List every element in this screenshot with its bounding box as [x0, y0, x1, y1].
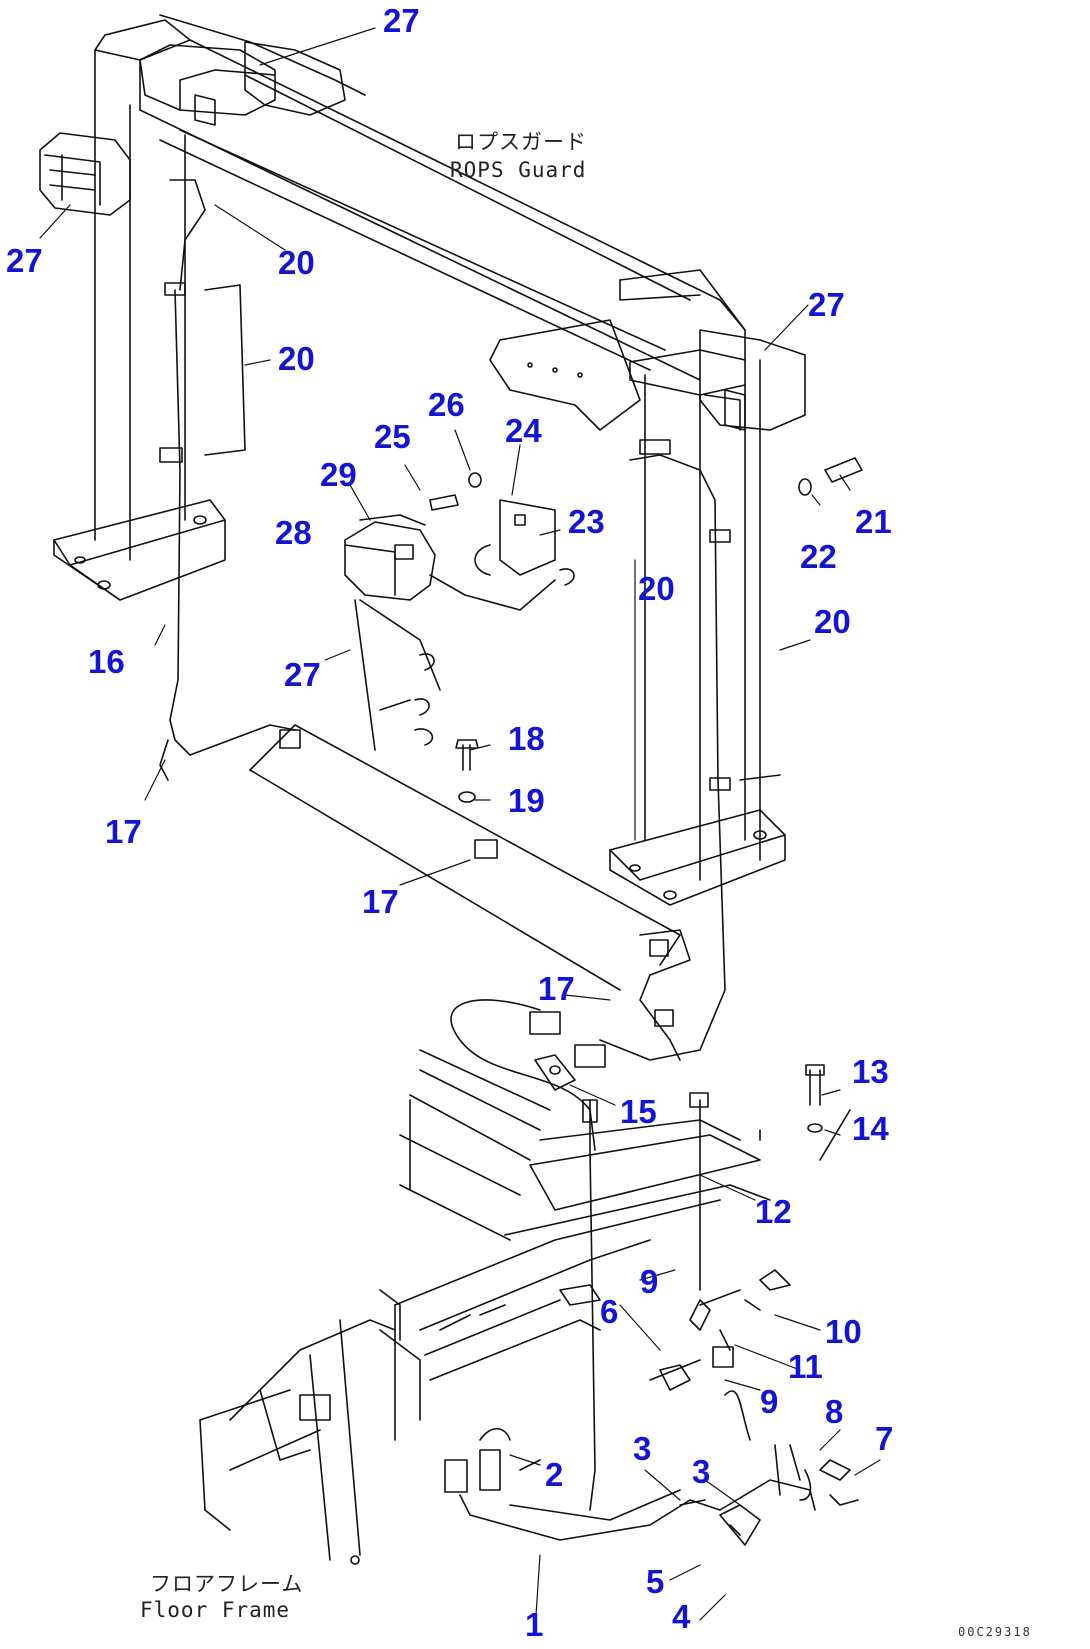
rops-right-post: [609, 359, 786, 906]
work-lamp-left: [39, 132, 131, 216]
harness-right: [599, 439, 781, 1061]
harness-left: [159, 179, 296, 756]
callout-20-a: 20: [278, 244, 315, 281]
callout-14: 14: [852, 1110, 889, 1147]
callout-26: 26: [428, 386, 465, 423]
callout-29: 29: [320, 456, 357, 493]
callout-3-b: 3: [692, 1453, 711, 1490]
caption-floor-en: Floor Frame: [140, 1598, 291, 1622]
callout-10: 10: [825, 1313, 862, 1350]
callout-9-a: 9: [640, 1263, 659, 1300]
callout-24: 24: [505, 412, 542, 449]
callout-9-b: 9: [760, 1383, 779, 1420]
callout-25: 25: [374, 418, 411, 455]
floor-frame: [199, 1049, 859, 1565]
callout-7: 7: [875, 1420, 894, 1457]
callout-12: 12: [755, 1193, 792, 1230]
work-lamp-top-center: [244, 41, 346, 116]
harness-loop: [450, 999, 606, 1151]
callout-21: 21: [855, 503, 892, 540]
callout-23: 23: [568, 503, 605, 540]
callout-8: 8: [825, 1393, 844, 1430]
callout-22: 22: [800, 538, 837, 575]
callout-2: 2: [545, 1456, 564, 1493]
callout-3-a: 3: [633, 1430, 652, 1467]
drawing-code: 00C29318: [958, 1625, 1032, 1639]
callout-27-rear: 27: [284, 656, 321, 693]
callout-20-c: 20: [638, 570, 675, 607]
callout-11: 11: [788, 1348, 823, 1385]
callout-27-left: 27: [6, 242, 43, 279]
callout-5: 5: [646, 1563, 665, 1600]
callout-27-top: 27: [383, 2, 420, 39]
callout-20-d: 20: [814, 603, 851, 640]
caption-rops-en: ROPS Guard: [450, 158, 587, 182]
callout-17-a: 17: [105, 813, 142, 850]
callout-28: 28: [275, 514, 312, 551]
fasteners: [429, 457, 863, 1161]
callout-19: 19: [508, 782, 545, 819]
caption-floor-jp: フロアフレーム: [150, 1572, 304, 1596]
beam-bracket: [489, 319, 641, 431]
callout-6: 6: [600, 1293, 619, 1330]
work-lamp-right: [699, 329, 806, 431]
callout-15: 15: [620, 1093, 657, 1130]
work-lamp-top-left: [139, 44, 276, 126]
floor-panel: [159, 724, 691, 1061]
callout-27-right: 27: [808, 286, 845, 323]
callout-20-b: 20: [278, 340, 315, 377]
rear-lamp-assembly: [344, 499, 575, 751]
caption-rops-jp: ロプスガード: [455, 130, 587, 154]
callout-4: 4: [672, 1598, 691, 1635]
callout-18: 18: [508, 720, 545, 757]
callout-1: 1: [525, 1606, 544, 1643]
callout-16: 16: [88, 643, 125, 680]
callout-13: 13: [852, 1053, 889, 1090]
callout-17-c: 17: [538, 970, 575, 1007]
leader-lines: [39, 27, 881, 1631]
callout-17-b: 17: [362, 883, 399, 920]
rops-top-beam: [94, 14, 746, 396]
rops-left-post: [53, 49, 226, 601]
